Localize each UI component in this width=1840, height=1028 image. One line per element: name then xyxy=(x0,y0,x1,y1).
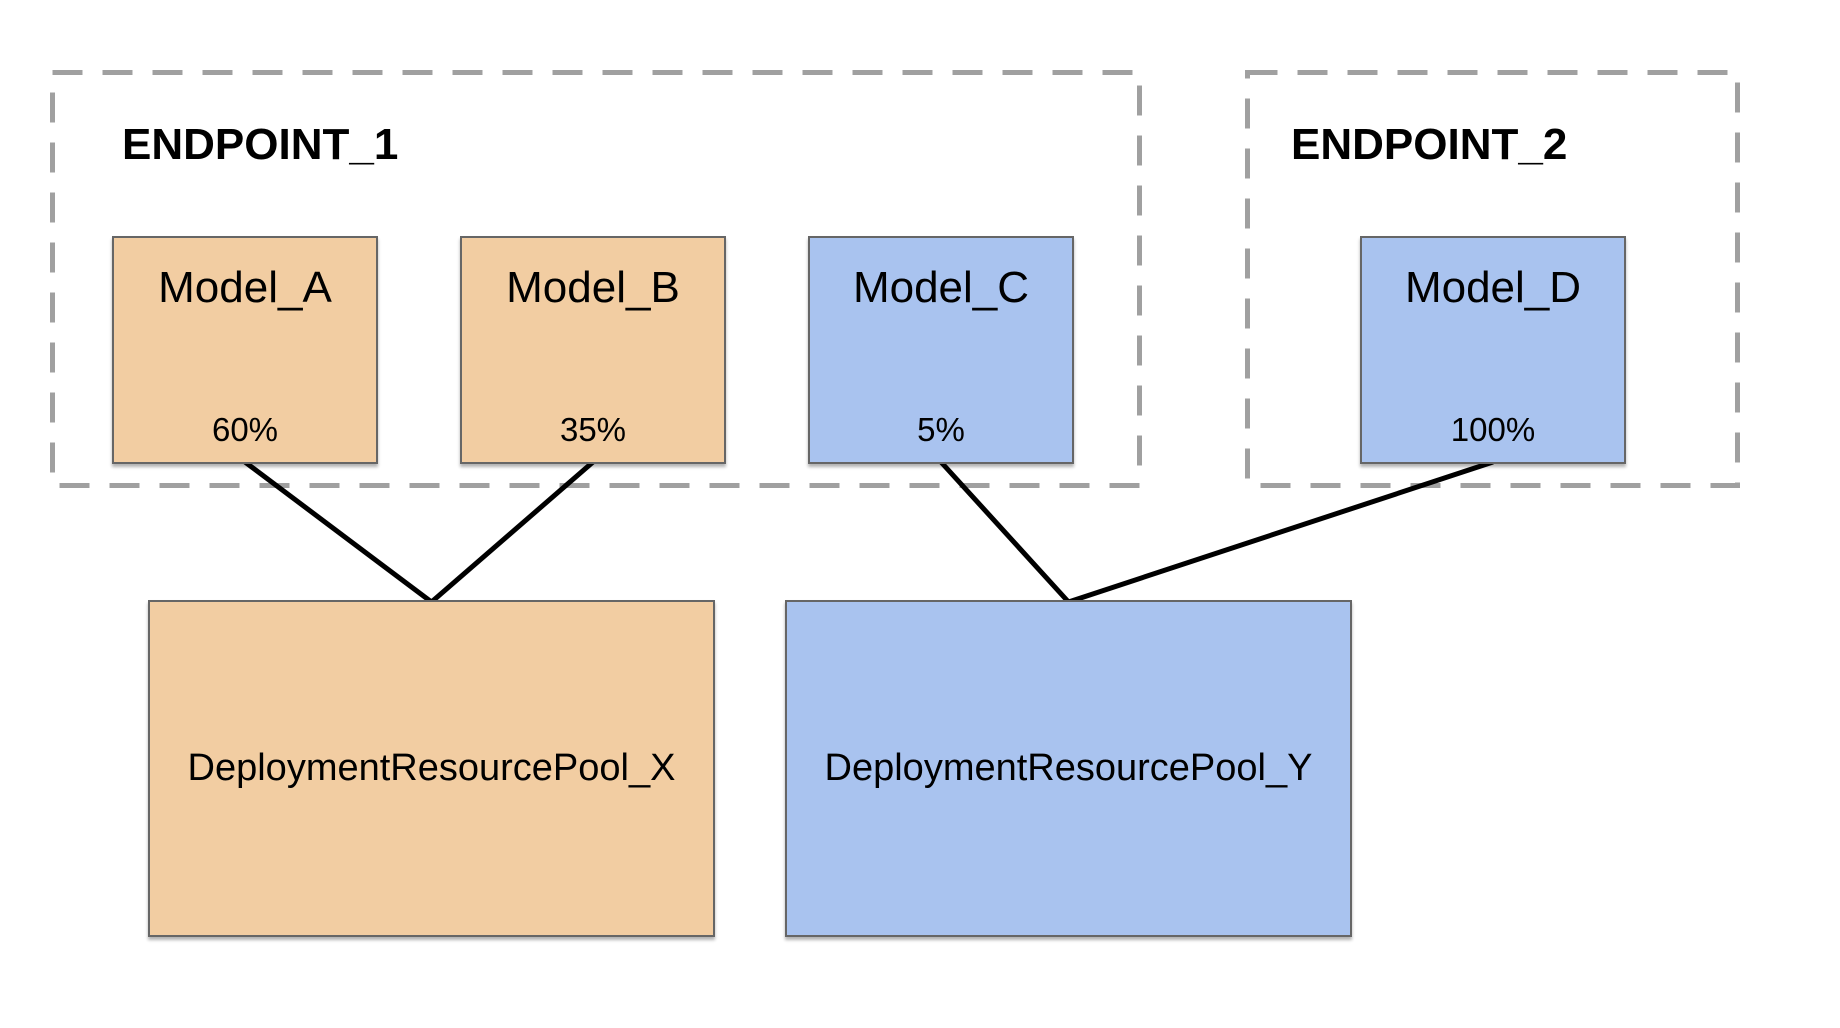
model-a-name: Model_A xyxy=(158,263,332,312)
endpoint-2-label: ENDPOINT_2 xyxy=(1291,120,1568,169)
endpoint-1-label: ENDPOINT_1 xyxy=(122,120,399,169)
model-c-box: Model_C 5% xyxy=(808,236,1074,464)
model-c-traffic-split: 5% xyxy=(917,410,965,448)
model-c-name: Model_C xyxy=(852,263,1030,312)
pool-x-box: DeploymentResourcePool_X xyxy=(148,600,715,937)
model-a-traffic-split: 60% xyxy=(211,410,279,448)
model-b-traffic-split: 35% xyxy=(559,410,627,448)
pool-x-label: DeploymentResourcePool_X xyxy=(187,747,676,789)
model-d-name: Model_D xyxy=(1404,263,1582,312)
model-d-box: Model_D 100% xyxy=(1360,236,1626,464)
model-d-traffic-split: 100% xyxy=(1450,410,1536,448)
pool-y-label: DeploymentResourcePool_Y xyxy=(824,747,1313,789)
model-b-name: Model_B xyxy=(506,263,680,312)
pool-y-box: DeploymentResourcePool_Y xyxy=(785,600,1352,937)
model-b-box: Model_B 35% xyxy=(460,236,726,464)
model-a-box: Model_A 60% xyxy=(112,236,378,464)
endpoint-1-group: ENDPOINT_1 Model_A 60% Model_B 35% Model… xyxy=(50,70,1142,488)
endpoint-2-group: ENDPOINT_2 Model_D 100% xyxy=(1245,70,1740,488)
